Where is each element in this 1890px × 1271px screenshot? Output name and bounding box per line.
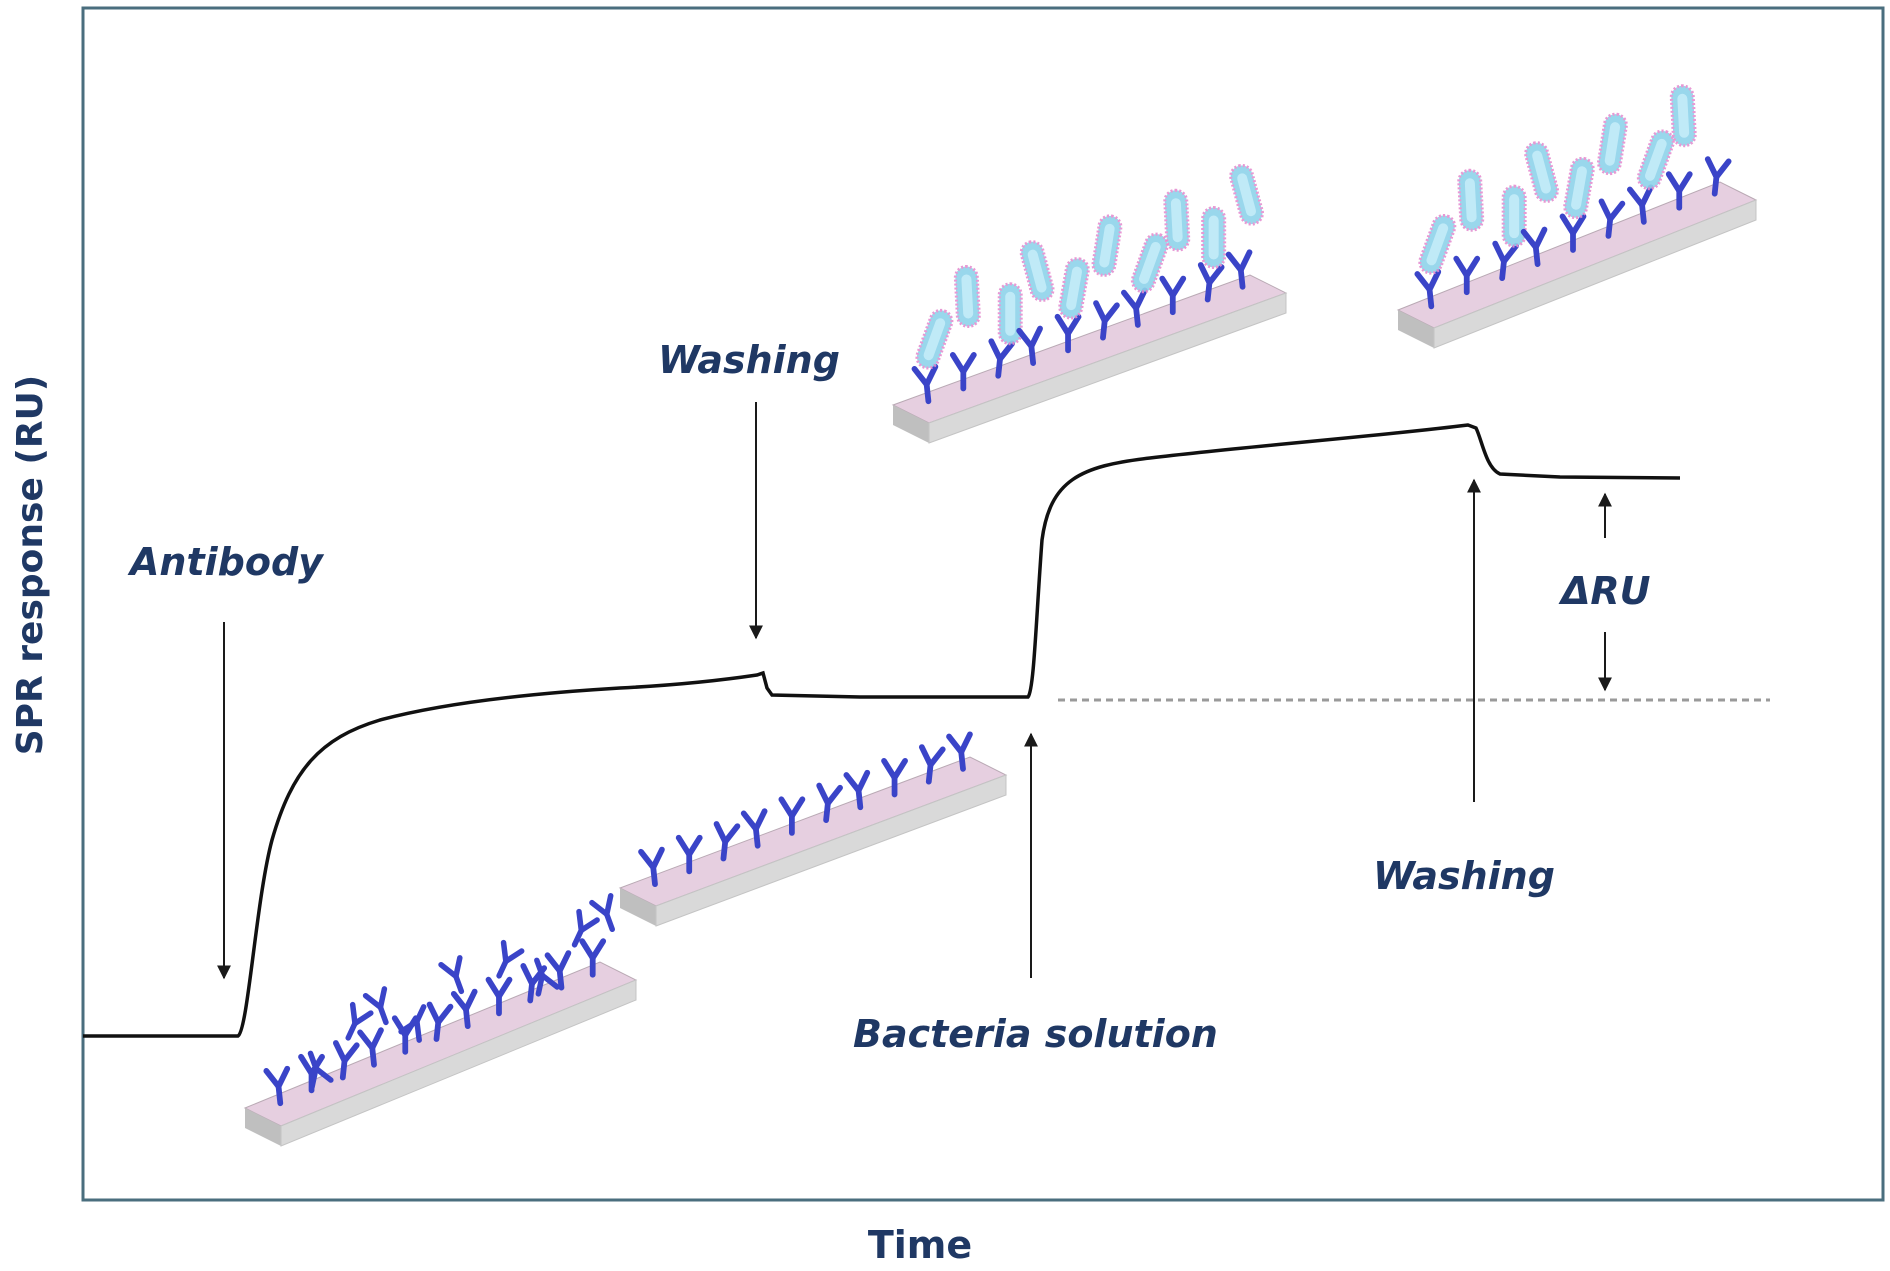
sensor-chip-unbound-antibodies-icon [243,893,638,1147]
delta-ru-label: ΔRU [1558,569,1651,613]
x-axis-title: Time [868,1223,972,1267]
plot-frame [81,6,1885,1202]
bacteria-solution-label: Bacteria solution [853,1012,1218,1056]
washing-2-label: Washing [1373,854,1555,898]
sensor-chip-bacteria-binding-icon [891,163,1288,444]
sensor-chip-immobilized-antibodies-icon [618,731,1008,927]
washing-1-label: Washing [658,338,840,382]
y-axis-title: SPR response (RU) [10,375,51,756]
sensor-chip-bound-bacteria-icon [1396,84,1758,349]
antibody-label: Antibody [127,540,325,584]
sensorgram-curve [83,423,1681,1038]
